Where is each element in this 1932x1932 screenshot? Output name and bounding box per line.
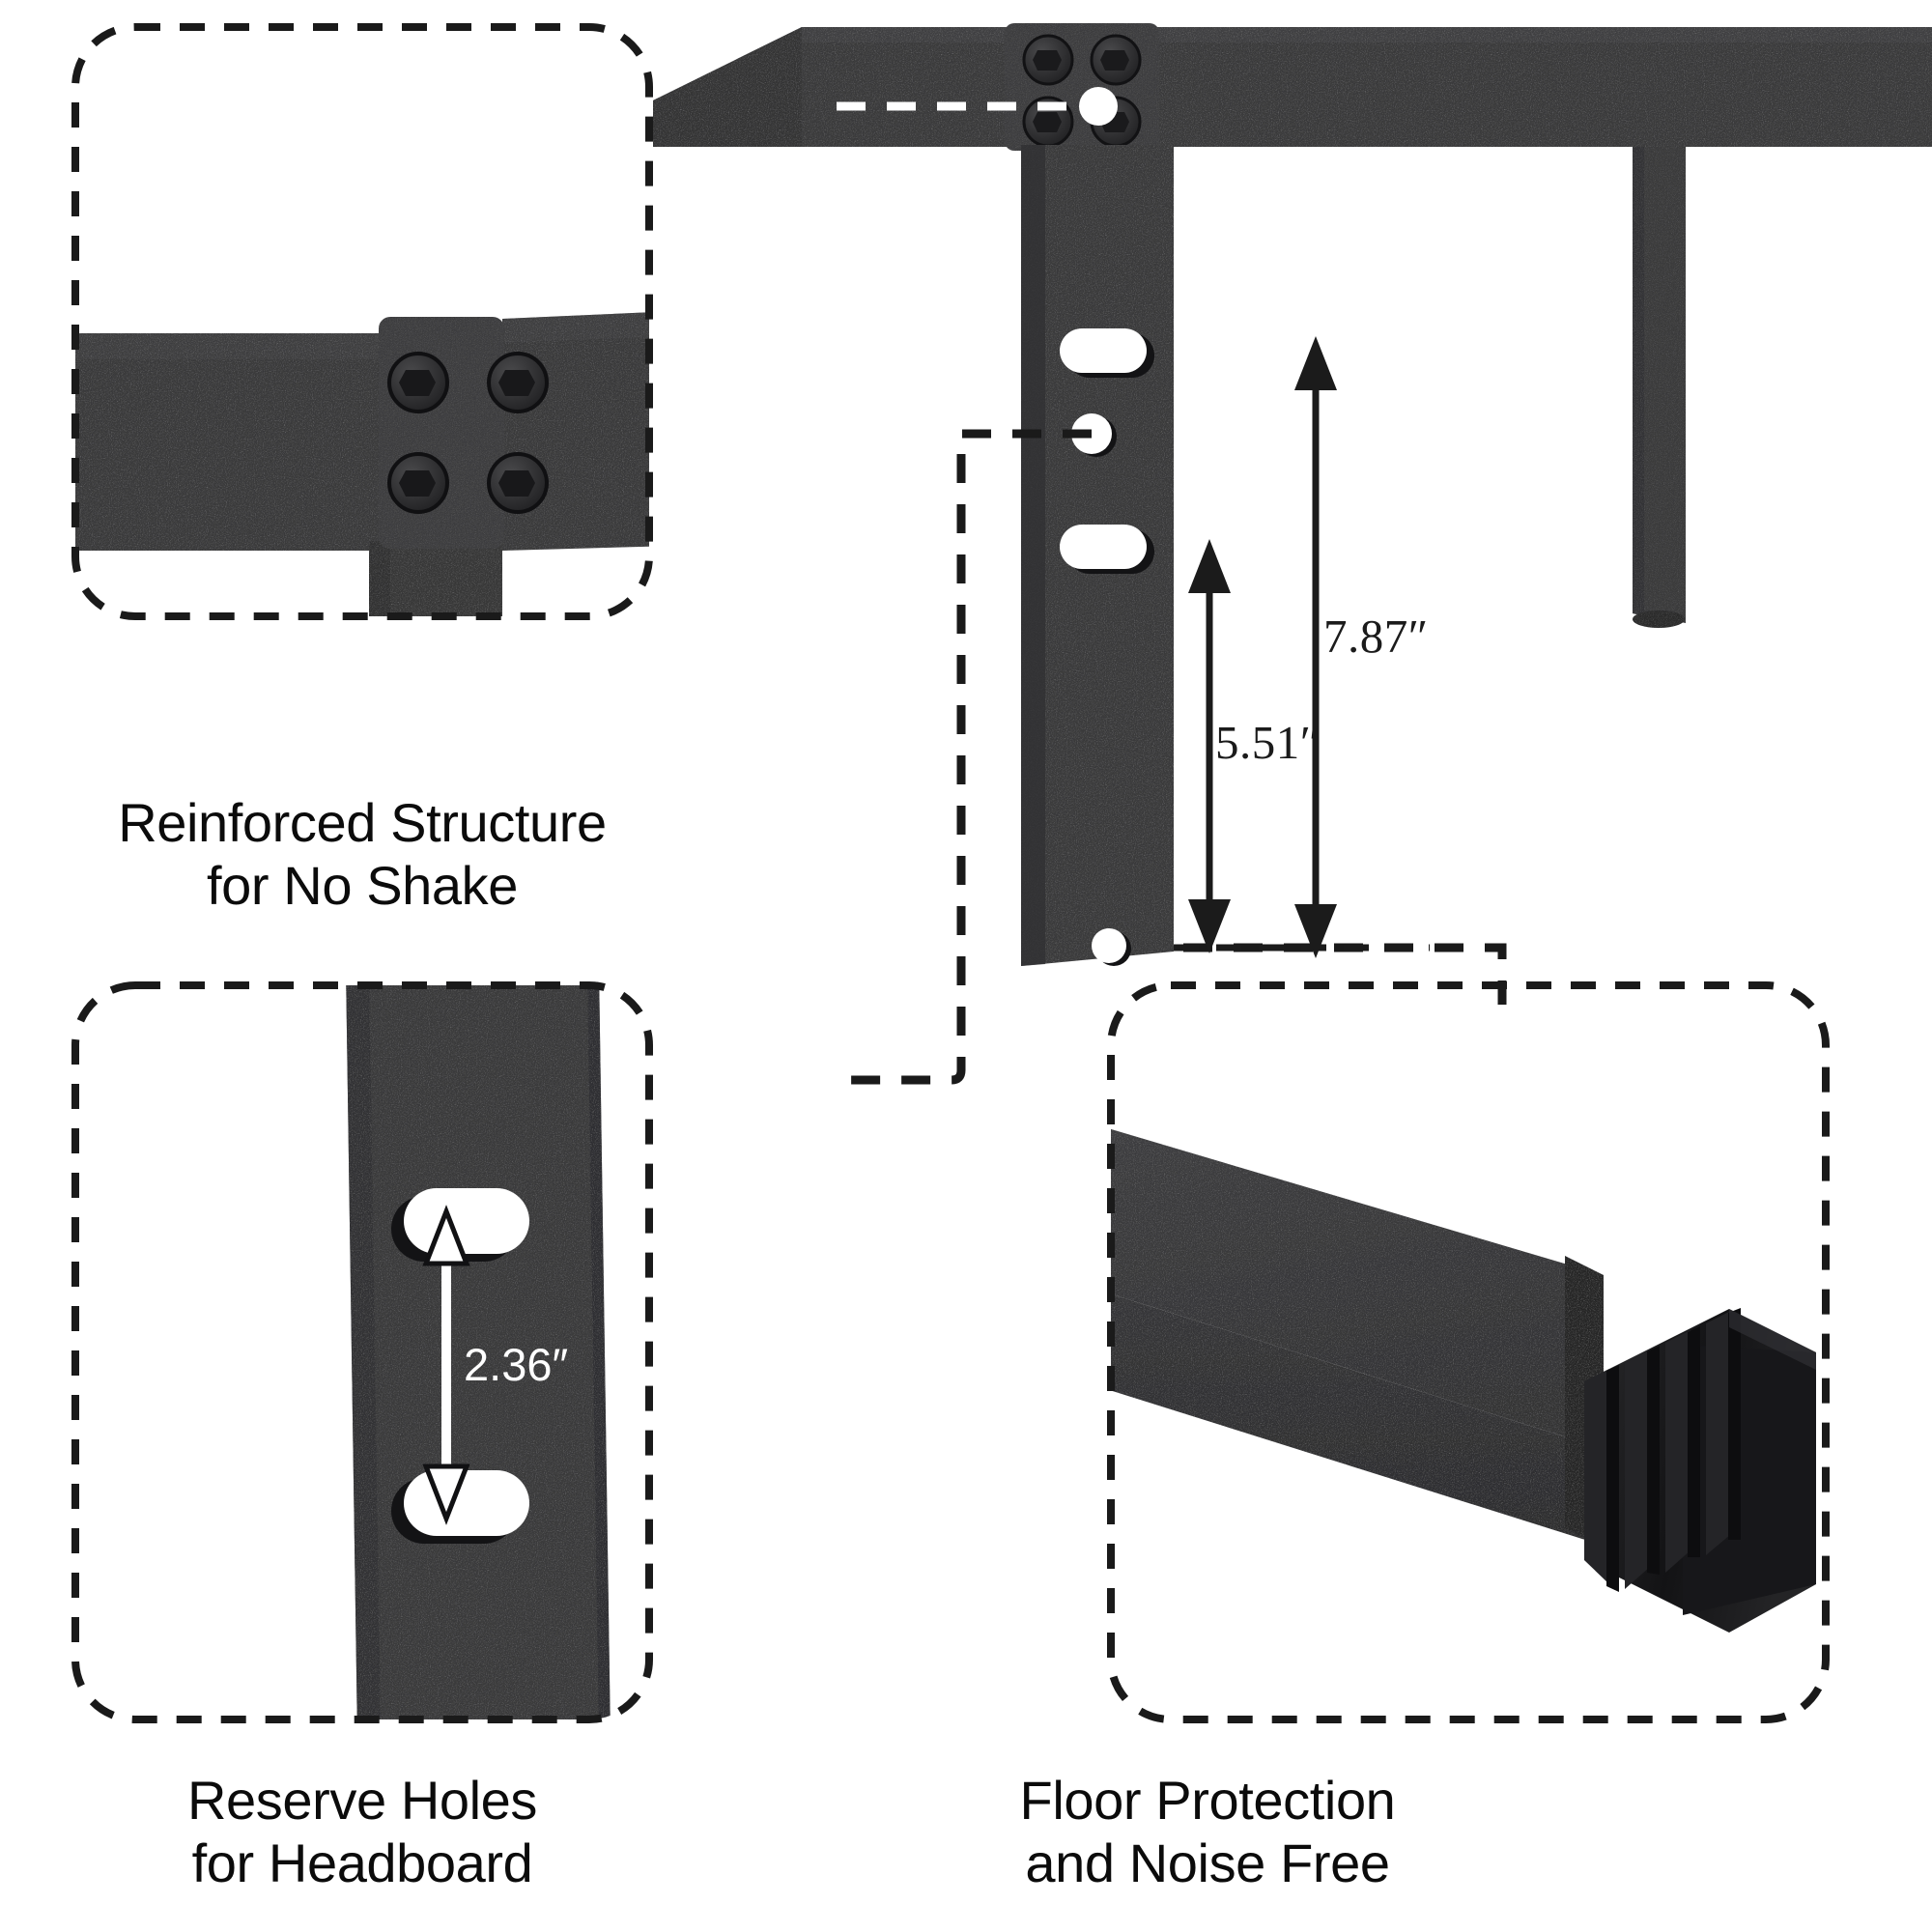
- panel-reserve-holes: [71, 981, 653, 1723]
- caption-floor-protection: Floor Protection and Noise Free: [1019, 1770, 1396, 1893]
- dimension-arrow-2-36: [422, 1205, 470, 1525]
- panel-reinforced-structure: [71, 23, 653, 620]
- panel-dashed-border: [71, 23, 653, 620]
- dimension-arrow-5-51: [1188, 539, 1231, 953]
- plastic-foot-cap: [1584, 1308, 1816, 1633]
- bolt-head-icon: [387, 352, 449, 413]
- leader-line-to-panel-reserve-holes: [843, 429, 1092, 1085]
- dimension-label-5-51: 5.51″: [1215, 716, 1321, 769]
- panel-dashed-border: [1107, 981, 1830, 1723]
- bolt-head-icon: [1090, 34, 1142, 86]
- panel1-horizontal-rail: [75, 333, 382, 551]
- panel1-corner-bolt-plate: [379, 317, 549, 549]
- bolt-head-icon: [1022, 34, 1074, 86]
- secondary-support-leg: [1633, 147, 1686, 628]
- headboard-slot: [1060, 525, 1154, 574]
- top-side-rail: [653, 27, 1932, 147]
- dimension-label-7-87: 7.87″: [1323, 610, 1429, 663]
- dimension-arrow-7-87: [1294, 336, 1337, 958]
- leg-post-with-slots: [1021, 145, 1174, 966]
- panel2-vertical-post: [346, 985, 611, 1719]
- cap-rib: [1706, 1308, 1741, 1555]
- corner-bolt-plate: [1005, 23, 1159, 151]
- bolt-head-icon: [487, 352, 549, 413]
- panel1-vertical-leg: [369, 541, 502, 616]
- leader-anchor-dot: [1079, 87, 1118, 126]
- dimension-label-2-36: 2.36″: [464, 1339, 569, 1390]
- cap-rib: [1625, 1346, 1660, 1589]
- caption-reinforced-structure: Reinforced Structure for No Shake: [118, 792, 607, 916]
- round-bolt-hole: [1092, 928, 1131, 966]
- headboard-slot: [1060, 328, 1154, 378]
- cap-rib: [1584, 1365, 1619, 1592]
- bolt-head-icon: [487, 452, 549, 514]
- panel-dashed-border: [71, 981, 653, 1723]
- bed-frame-main-illustration: [653, 23, 1932, 966]
- bolt-head-icon: [387, 452, 449, 514]
- steel-tube-end: [1111, 1121, 1604, 1546]
- cap-rib: [1665, 1326, 1700, 1573]
- leader-line-to-panel-floor-protection: [1183, 943, 1507, 1005]
- caption-reserve-holes: Reserve Holes for Headboard: [186, 1770, 538, 1893]
- panel-floor-protection: [1107, 981, 1830, 1723]
